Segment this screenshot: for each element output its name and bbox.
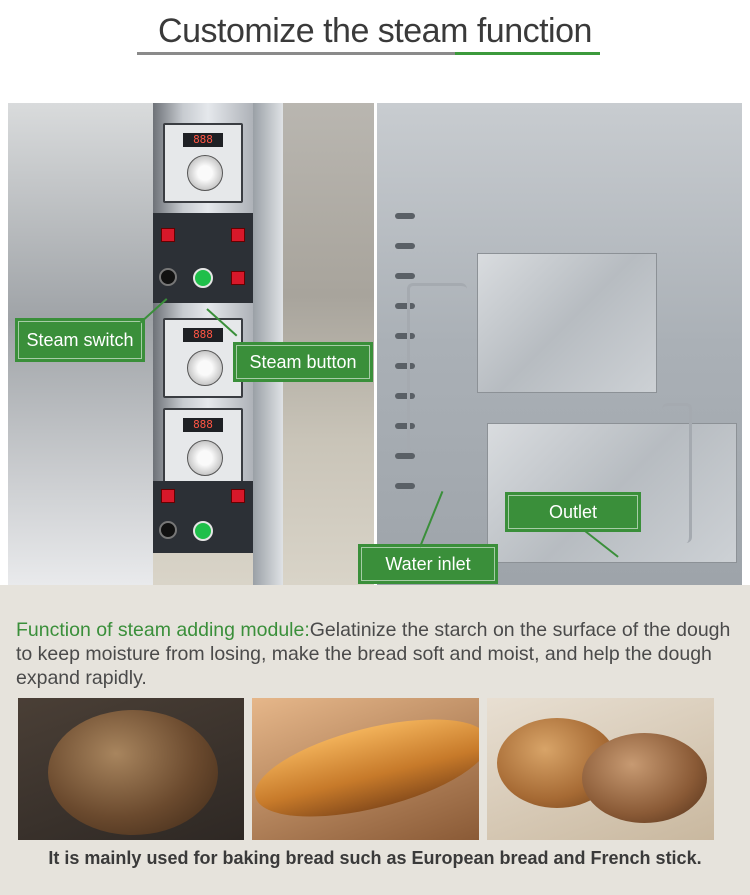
temperature-knob <box>187 155 223 191</box>
temperature-display: 888 <box>163 408 243 488</box>
vent-slot <box>395 273 415 279</box>
red-switch <box>161 489 175 503</box>
bread-plate-photo <box>487 698 714 840</box>
description-highlight: Function of steam adding module: <box>16 619 310 641</box>
steam-button-label: Steam button <box>233 342 373 382</box>
vent-slot <box>395 303 415 309</box>
steam-switch-knob <box>159 268 177 286</box>
water-pipe <box>662 403 692 543</box>
vent-slot <box>395 243 415 249</box>
temperature-display: 888 <box>163 123 243 203</box>
vent-slot <box>395 423 415 429</box>
vent-slot <box>395 483 415 489</box>
temperature-knob <box>187 440 223 476</box>
footer-text: It is mainly used for baking bread such … <box>48 848 702 868</box>
vent-slot <box>395 333 415 339</box>
vent-slot <box>395 213 415 219</box>
baguette <box>252 700 479 836</box>
round-loaf <box>48 710 218 835</box>
red-switch <box>231 228 245 242</box>
display-digits: 888 <box>183 133 223 147</box>
steam-control-block <box>153 213 253 303</box>
title-underline-green <box>455 52 600 55</box>
display-digits: 888 <box>183 418 223 432</box>
steam-module-cover <box>477 253 657 393</box>
title-section: Customize the steam function <box>0 0 750 70</box>
display-digits: 888 <box>183 328 223 342</box>
steam-button <box>193 521 213 541</box>
round-loaf <box>582 733 707 823</box>
water-pipe <box>407 283 467 453</box>
red-switch <box>231 489 245 503</box>
page-title: Customize the steam function <box>158 12 592 50</box>
french-stick-photo <box>252 698 479 840</box>
description-text: Function of steam adding module:Gelatini… <box>16 618 736 690</box>
steam-switch-knob <box>159 521 177 539</box>
vent-slot <box>395 393 415 399</box>
temperature-knob <box>187 350 223 386</box>
steam-control-block <box>153 481 253 553</box>
water-inlet-label: Water inlet <box>358 544 498 584</box>
steam-switch-label: Steam switch <box>15 318 145 362</box>
red-switch <box>161 228 175 242</box>
control-panel: 888 888 888 <box>153 103 253 553</box>
outlet-label: Outlet <box>505 492 641 532</box>
vent-slot <box>395 453 415 459</box>
description-body: Gelatinize the starch on the surface of … <box>16 619 731 689</box>
european-bread-photo <box>18 698 244 840</box>
red-switch <box>231 271 245 285</box>
title-underline-gray <box>137 52 455 55</box>
vent-slot <box>395 363 415 369</box>
steam-button <box>193 268 213 288</box>
